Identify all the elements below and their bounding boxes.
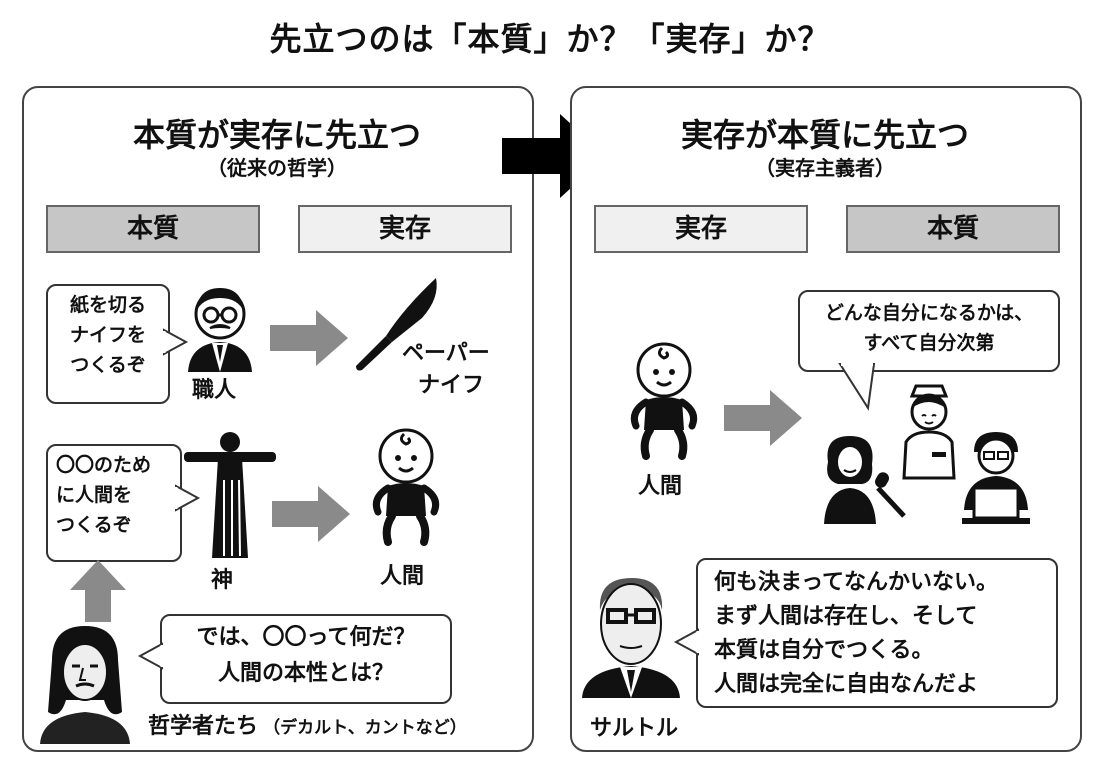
god-statue-icon (184, 432, 276, 558)
philosopher-speech-bubble: では、〇〇って何だ？ 人間の本性とは？ (160, 614, 452, 704)
singer-icon (824, 436, 906, 524)
paper-knife-label: ペーパー ナイフ (402, 338, 490, 402)
arrow-right-icon (270, 310, 348, 366)
arrow-right-icon (724, 390, 802, 446)
paper-knife-icon (356, 278, 437, 371)
right-heading: 実存が本質に先立つ (680, 116, 969, 154)
bubble-line: 何も決まってなんかいない。 (714, 570, 999, 595)
label-line: ナイフ (418, 373, 485, 398)
sartre-speech-bubble: 何も決まってなんかいない。 まず人間は存在し、そして 本質は自分でつくる。 人間… (696, 558, 1058, 708)
bubble-tail (137, 642, 164, 670)
bubble-line: つくるぞ (56, 514, 132, 536)
right-header-existence: 実存 (594, 205, 808, 253)
philosophers-caption: 哲学者たち （デカルト、カントなど） (148, 708, 467, 740)
label-line: ペーパー (402, 341, 490, 366)
arrow-right-icon (272, 486, 350, 542)
left-header-existence: 実存 (298, 205, 512, 253)
choice-speech-bubble: どんな自分になるかは、 すべて自分次第 (798, 290, 1060, 372)
baby-icon (372, 428, 440, 546)
right-header-essence: 本質 (846, 205, 1060, 253)
baby-icon (630, 342, 698, 460)
bubble-line: 紙を切る (69, 294, 146, 316)
bubble-line: ナイフを (69, 324, 146, 346)
philosopher-portrait-icon (40, 626, 130, 744)
bubble-line: に人間を (56, 484, 133, 506)
bubble-line: つくるぞ (70, 354, 146, 376)
office-worker-icon (962, 432, 1030, 524)
craftsman-label: 職人 (192, 378, 237, 403)
sartre-portrait-icon (582, 578, 680, 698)
human-label-right: 人間 (638, 474, 683, 499)
philosophers-label: 哲学者たち (148, 714, 259, 739)
bubble-line: 人間の本性とは？ (217, 661, 394, 686)
nurse-icon (902, 384, 956, 480)
right-subheading: （実存主義者） (755, 156, 895, 180)
god-label: 神 (211, 568, 234, 593)
bubble-line: 〇〇のため (56, 454, 152, 476)
bubble-tail (162, 328, 189, 356)
god-speech-bubble: 〇〇のため に人間を つくるぞ (46, 444, 182, 562)
bubble-tail (673, 628, 700, 656)
bubble-line: 人間は完全に自由なんだよ (714, 672, 979, 697)
sartre-label: サルトル (590, 716, 679, 741)
bubble-tail (838, 362, 876, 411)
philosophers-note: （デカルト、カントなど） (263, 718, 467, 738)
craftsman-icon (188, 288, 252, 372)
bubble-line: すべて自分次第 (863, 332, 995, 354)
bubble-line: では、〇〇って何だ？ (196, 625, 416, 650)
bubble-line: 本質は自分でつくる。 (714, 638, 934, 663)
bubble-line: どんな自分になるかは、 (824, 302, 1034, 324)
human-label-left: 人間 (380, 564, 425, 589)
left-subheading: （従来の哲学） (207, 156, 347, 180)
bubble-line: まず人間は存在し、そして (714, 604, 978, 629)
page-title: 先立つのは「本質」か？「実存」か？ (269, 20, 831, 58)
left-header-essence: 本質 (46, 205, 260, 253)
arrow-up-icon (70, 560, 126, 622)
bubble-tail (174, 484, 201, 512)
left-heading: 本質が実存に先立つ (132, 116, 421, 154)
craftsman-speech-bubble: 紙を切る ナイフを つくるぞ (46, 284, 170, 404)
